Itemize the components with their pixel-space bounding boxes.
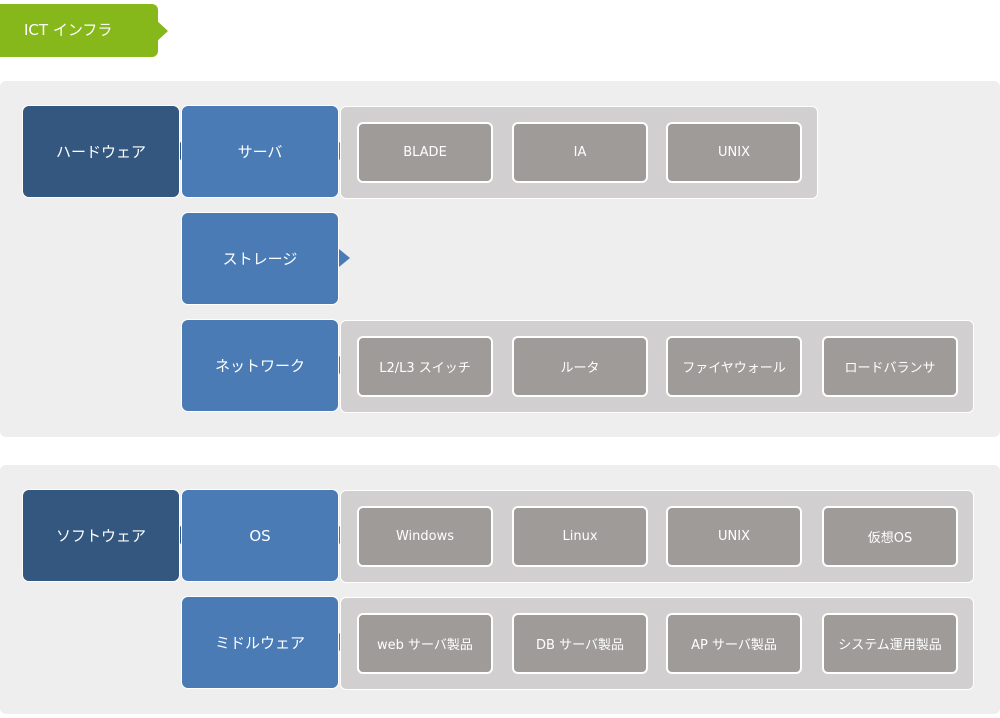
tag-arrow [154, 18, 168, 44]
item-db-server: DB サーバ製品 [512, 613, 648, 674]
subcategory-network: ネットワーク [181, 319, 339, 412]
item-system-ops: システム運用製品 [822, 613, 958, 674]
category-hardware: ハードウェア [22, 105, 180, 198]
item-windows: Windows [357, 506, 493, 567]
ict-infra-tag: ICT インフラ [0, 4, 168, 57]
subcategory-middleware: ミドルウェア [181, 596, 339, 689]
item-blade: BLADE [357, 122, 493, 183]
item-web-server: web サーバ製品 [357, 613, 493, 674]
os-tray: Windows Linux UNIX 仮想OS [340, 490, 974, 583]
item-virtual-os: 仮想OS [822, 506, 958, 567]
item-ia: IA [512, 122, 648, 183]
software-panel: ソフトウェア OS Windows Linux UNIX 仮想OS ミドルウェア… [0, 465, 1000, 714]
category-software: ソフトウェア [22, 489, 180, 582]
middleware-tray: web サーバ製品 DB サーバ製品 AP サーバ製品 システム運用製品 [340, 597, 974, 690]
hardware-panel: ハードウェア サーバ BLADE IA UNIX ストレージ ネットワーク L2… [0, 81, 1000, 437]
subcategory-os: OS [181, 489, 339, 582]
item-l2l3-switch: L2/L3 スイッチ [357, 336, 493, 397]
server-tray: BLADE IA UNIX [340, 106, 818, 199]
subcategory-storage: ストレージ [181, 212, 339, 305]
tag-background [0, 4, 158, 57]
tag-label: ICT インフラ [24, 21, 113, 39]
network-tray: L2/L3 スイッチ ルータ ファイヤウォール ロードバランサ [340, 320, 974, 413]
item-unix: UNIX [666, 122, 802, 183]
storage-arrow [339, 249, 350, 267]
item-unix-os: UNIX [666, 506, 802, 567]
item-router: ルータ [512, 336, 648, 397]
item-load-balancer: ロードバランサ [822, 336, 958, 397]
item-firewall: ファイヤウォール [666, 336, 802, 397]
subcategory-server: サーバ [181, 105, 339, 198]
item-ap-server: AP サーバ製品 [666, 613, 802, 674]
item-linux: Linux [512, 506, 648, 567]
